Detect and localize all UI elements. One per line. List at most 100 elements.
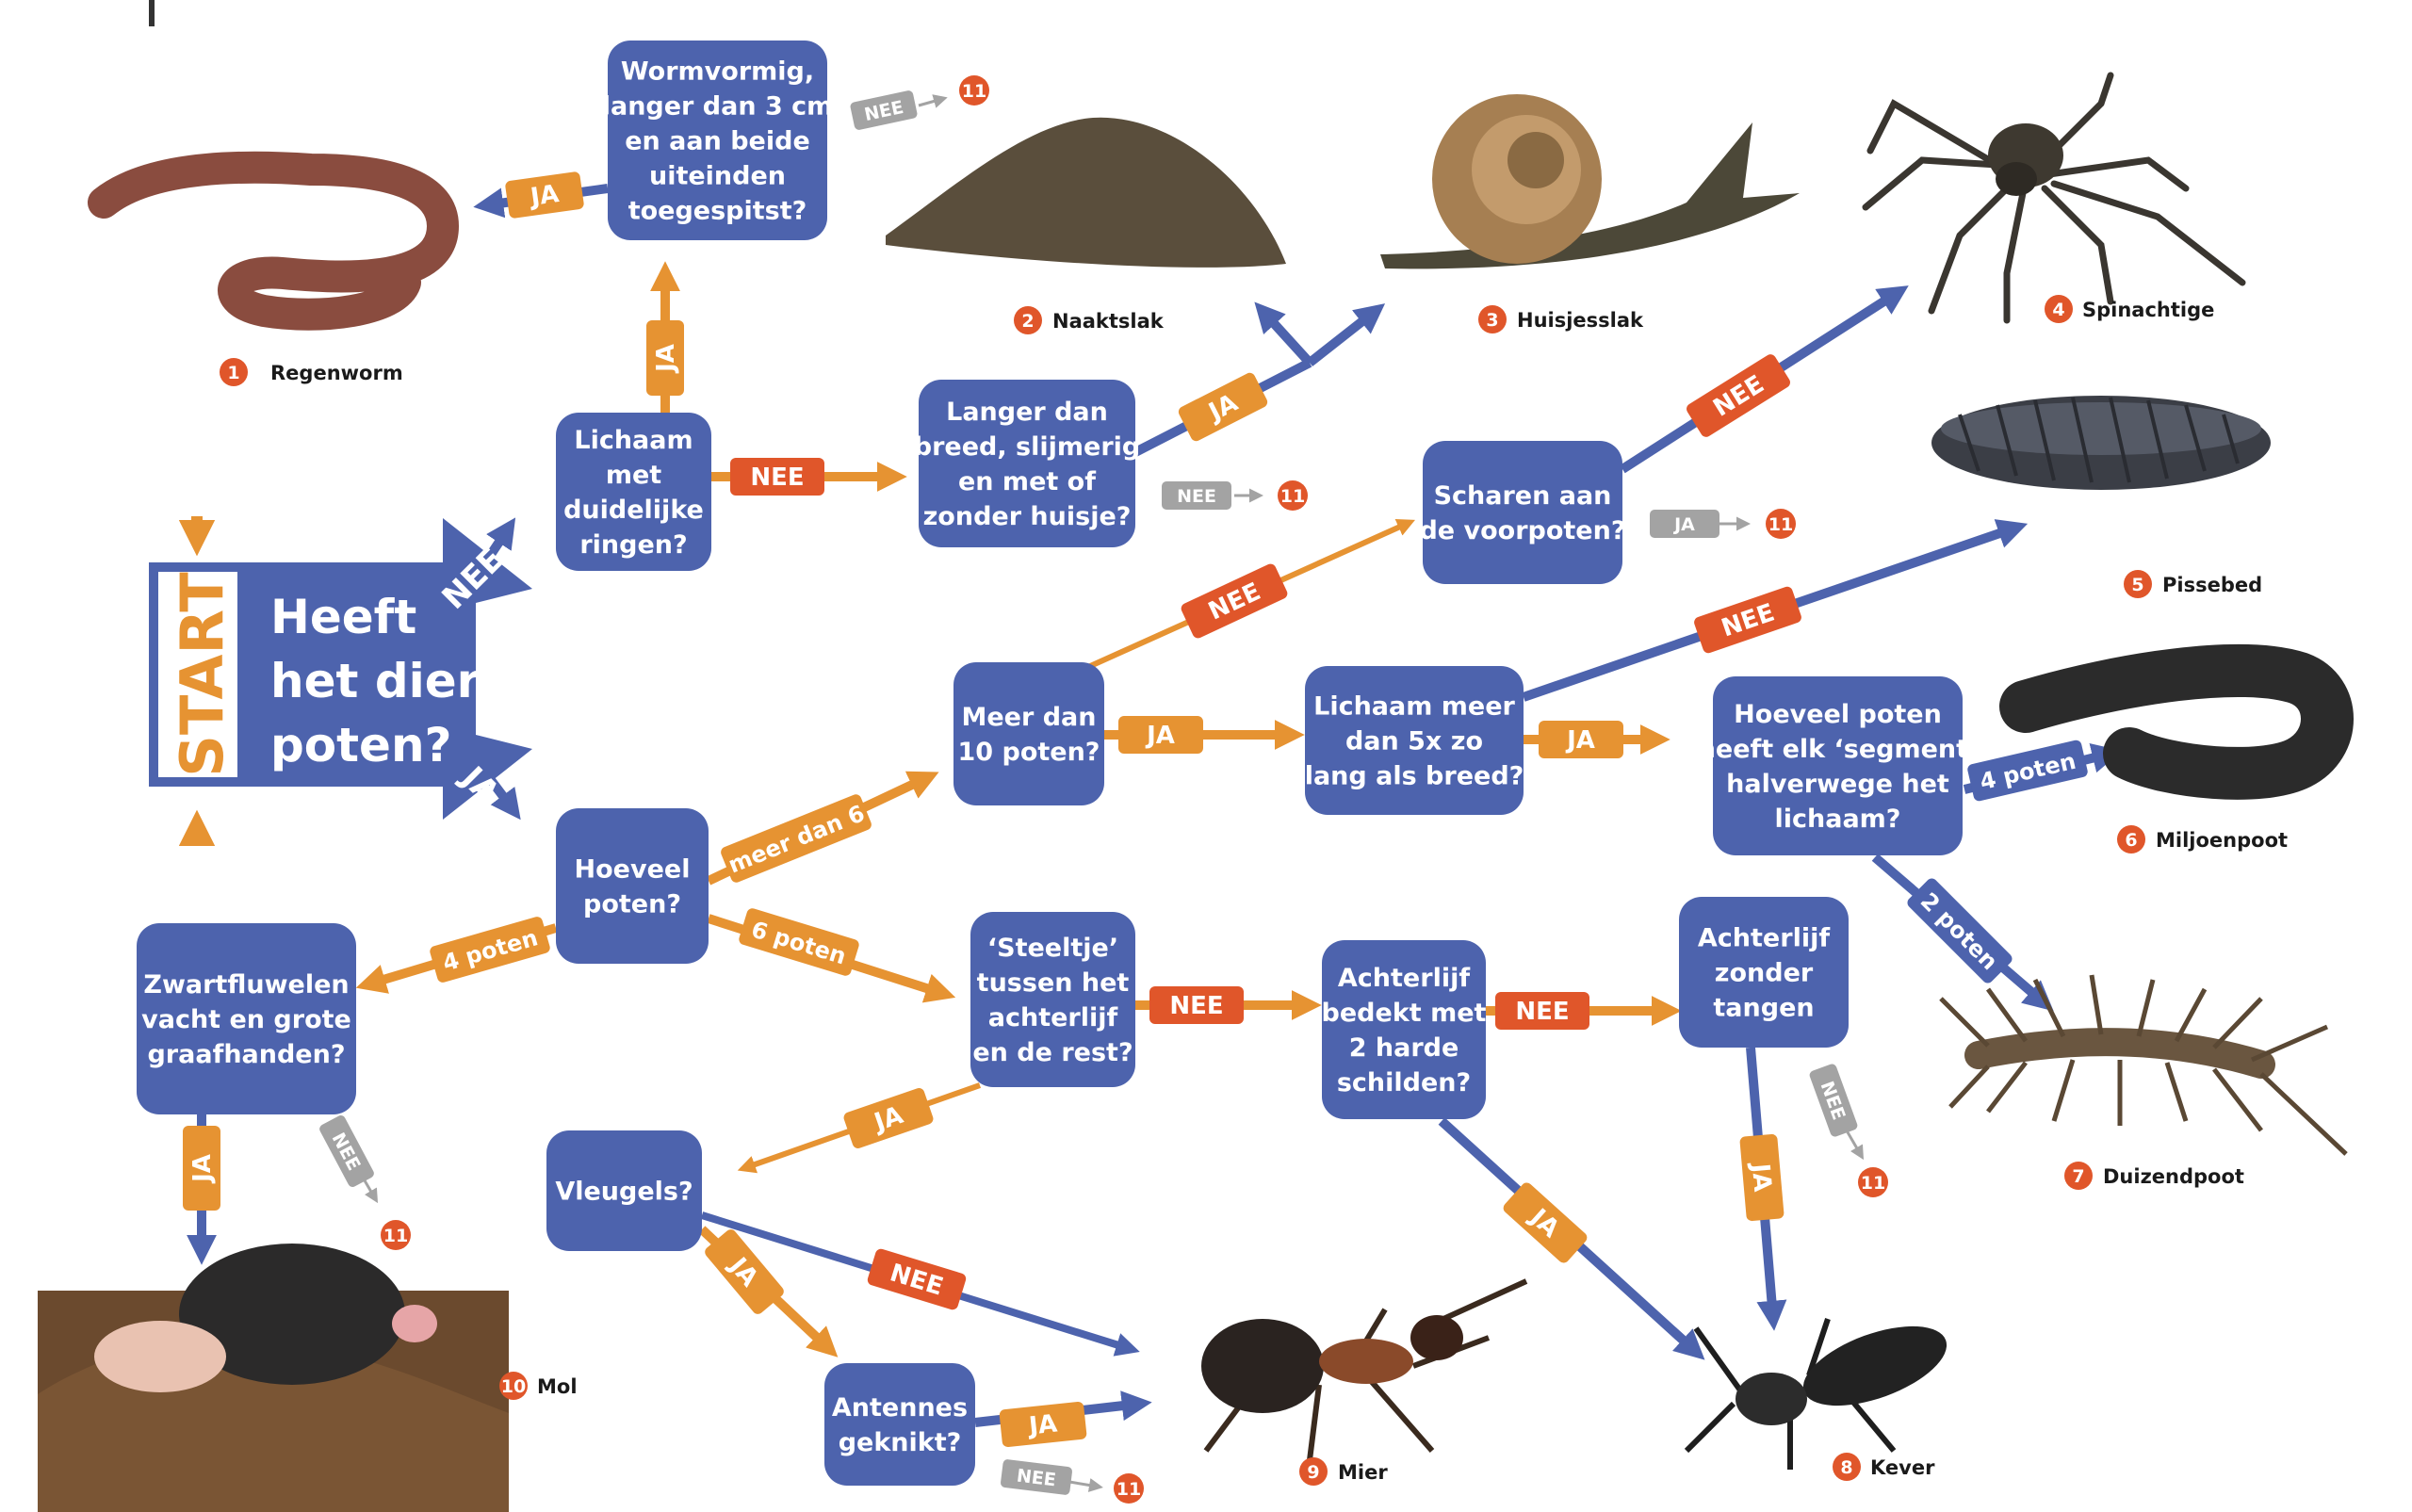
animal-kever: 8 Kever xyxy=(1684,1318,1948,1481)
label-ja-rings: JA xyxy=(646,320,684,396)
animal-spinachtige: 4 Spinachtige xyxy=(1862,72,2246,324)
question-claws: Scharen aan de voorpoten? xyxy=(1419,441,1626,584)
question-text: breed, slijmerig xyxy=(914,432,1140,462)
svg-text:3: 3 xyxy=(1486,310,1498,331)
label-ja-antennae: JA xyxy=(999,1402,1087,1447)
svg-text:JA: JA xyxy=(188,1154,217,1184)
question-wings: Vleugels? xyxy=(546,1130,702,1251)
question-text: en met of xyxy=(958,467,1096,496)
svg-text:2 poten: 2 poten xyxy=(1915,887,2003,975)
left-edge-mark xyxy=(149,0,155,26)
question-text: lichaam? xyxy=(1775,805,1901,834)
question-text: graafhanden? xyxy=(147,1040,345,1069)
svg-text:JA: JA xyxy=(1565,726,1595,755)
question-box xyxy=(1713,676,1963,855)
label-nee-claws: NEE xyxy=(1687,354,1790,437)
question-text: en aan beide xyxy=(625,127,810,156)
label-ja-slimy: JA xyxy=(1178,372,1268,442)
question-box xyxy=(546,1130,702,1251)
question-text: heeft elk ‘segment’ xyxy=(1698,735,1979,764)
svg-text:4: 4 xyxy=(2052,300,2064,320)
animal-name-regenworm: Regenworm xyxy=(270,362,403,384)
svg-text:6: 6 xyxy=(2125,830,2137,851)
question-text: achterlijf xyxy=(988,1003,1118,1032)
question-text: zonder xyxy=(1715,959,1814,988)
question-box xyxy=(608,41,827,240)
question-text: en de rest? xyxy=(972,1038,1133,1067)
animal-name-mol: Mol xyxy=(537,1375,578,1398)
label-nee-wings: NEE xyxy=(867,1248,967,1310)
animal-name-huisjesslak: Huisjesslak xyxy=(1517,309,1644,332)
svg-text:2: 2 xyxy=(1021,311,1034,332)
svg-text:10: 10 xyxy=(501,1376,526,1397)
question-text: halverwege het xyxy=(1726,770,1949,799)
animal-name-miljoenpoot: Miljoenpoot xyxy=(2156,829,2288,852)
question-text: ringen? xyxy=(579,530,687,560)
question-text: dan 5x zo xyxy=(1345,727,1483,756)
question-text: vacht en grote xyxy=(141,1005,351,1034)
question-text: Scharen aan xyxy=(1434,481,1612,511)
question-box xyxy=(1322,940,1486,1119)
kever-picture xyxy=(1684,1318,1948,1470)
question-box xyxy=(970,912,1135,1087)
question-box xyxy=(1679,897,1849,1048)
svg-text:11: 11 xyxy=(1861,1173,1885,1194)
pissebed-picture xyxy=(1931,396,2271,490)
svg-text:11: 11 xyxy=(383,1226,408,1246)
miljoenpoot-picture xyxy=(1999,643,2354,800)
svg-text:JA: JA xyxy=(1026,1410,1059,1441)
edge-slimy-huisjesslak xyxy=(1306,303,1386,366)
animal-mier: 9 Mier xyxy=(1201,1278,1528,1486)
label-meer-dan-6: meer dan 6 xyxy=(721,794,872,883)
question-text: Achterlijf xyxy=(1698,924,1830,953)
question-text: Lichaam xyxy=(574,426,693,455)
question-text: duidelijke xyxy=(563,496,704,525)
label-ja-wings: JA xyxy=(705,1229,784,1314)
exit-worm-nee: NEE 11 xyxy=(850,75,989,130)
animal-regenworm: 1 Regenworm xyxy=(88,151,460,386)
label-ja-velvet: JA xyxy=(183,1126,220,1211)
question-text: langer dan 3 cm xyxy=(602,92,834,122)
spinachtige-picture xyxy=(1862,72,2246,324)
svg-text:JA: JA xyxy=(1746,1161,1777,1193)
svg-text:JA: JA xyxy=(652,344,680,374)
question-text: schilden? xyxy=(1337,1068,1471,1097)
regenworm-picture xyxy=(88,151,460,331)
label-4-poten: 4 poten xyxy=(430,917,550,983)
svg-text:NEE: NEE xyxy=(1515,998,1569,1026)
animal-name-spinachtige: Spinachtige xyxy=(2082,299,2214,321)
animal-name-pissebed: Pissebed xyxy=(2162,574,2262,596)
animal-name-naaktslak: Naaktslak xyxy=(1052,310,1165,333)
animal-huisjesslak: 3 Huisjesslak xyxy=(1380,94,1800,333)
label-nee-rings: NEE xyxy=(730,458,824,496)
label-4-poten-segment: 4 poten xyxy=(1967,740,2088,802)
exit-antennae-nee: NEE 11 xyxy=(1001,1459,1144,1504)
question-text: 10 poten? xyxy=(958,738,1100,767)
exit-velvet-nee: NEE 11 xyxy=(319,1115,411,1250)
question-text: zonder huisje? xyxy=(923,502,1132,531)
label-6-poten: 6 poten xyxy=(739,908,859,976)
question-text: Langer dan xyxy=(946,398,1108,427)
question-text: de voorpoten? xyxy=(1419,516,1625,545)
question-text: Wormvormig, xyxy=(621,57,814,87)
svg-text:7: 7 xyxy=(2072,1166,2084,1187)
label-nee-more10: NEE xyxy=(1181,563,1288,639)
label-ja-tongs: JA xyxy=(1739,1133,1785,1222)
question-text: Achterlijf xyxy=(1338,964,1470,993)
svg-text:11: 11 xyxy=(1116,1479,1141,1500)
animal-naaktslak: 2 Naaktslak xyxy=(886,117,1286,334)
question-text: Hoeveel poten xyxy=(1734,700,1942,729)
exit-claws-ja: JA 11 xyxy=(1650,509,1796,539)
label-ja-long5x: JA xyxy=(1539,721,1623,758)
svg-text:NEE: NEE xyxy=(1169,992,1223,1020)
edge-slimy-naaktslak xyxy=(1254,301,1313,366)
svg-text:9: 9 xyxy=(1307,1462,1319,1483)
svg-text:11: 11 xyxy=(1768,514,1793,535)
question-text: Meer dan xyxy=(962,703,1097,732)
svg-text:NEE: NEE xyxy=(750,463,804,492)
animal-name-kever: Kever xyxy=(1870,1456,1935,1479)
